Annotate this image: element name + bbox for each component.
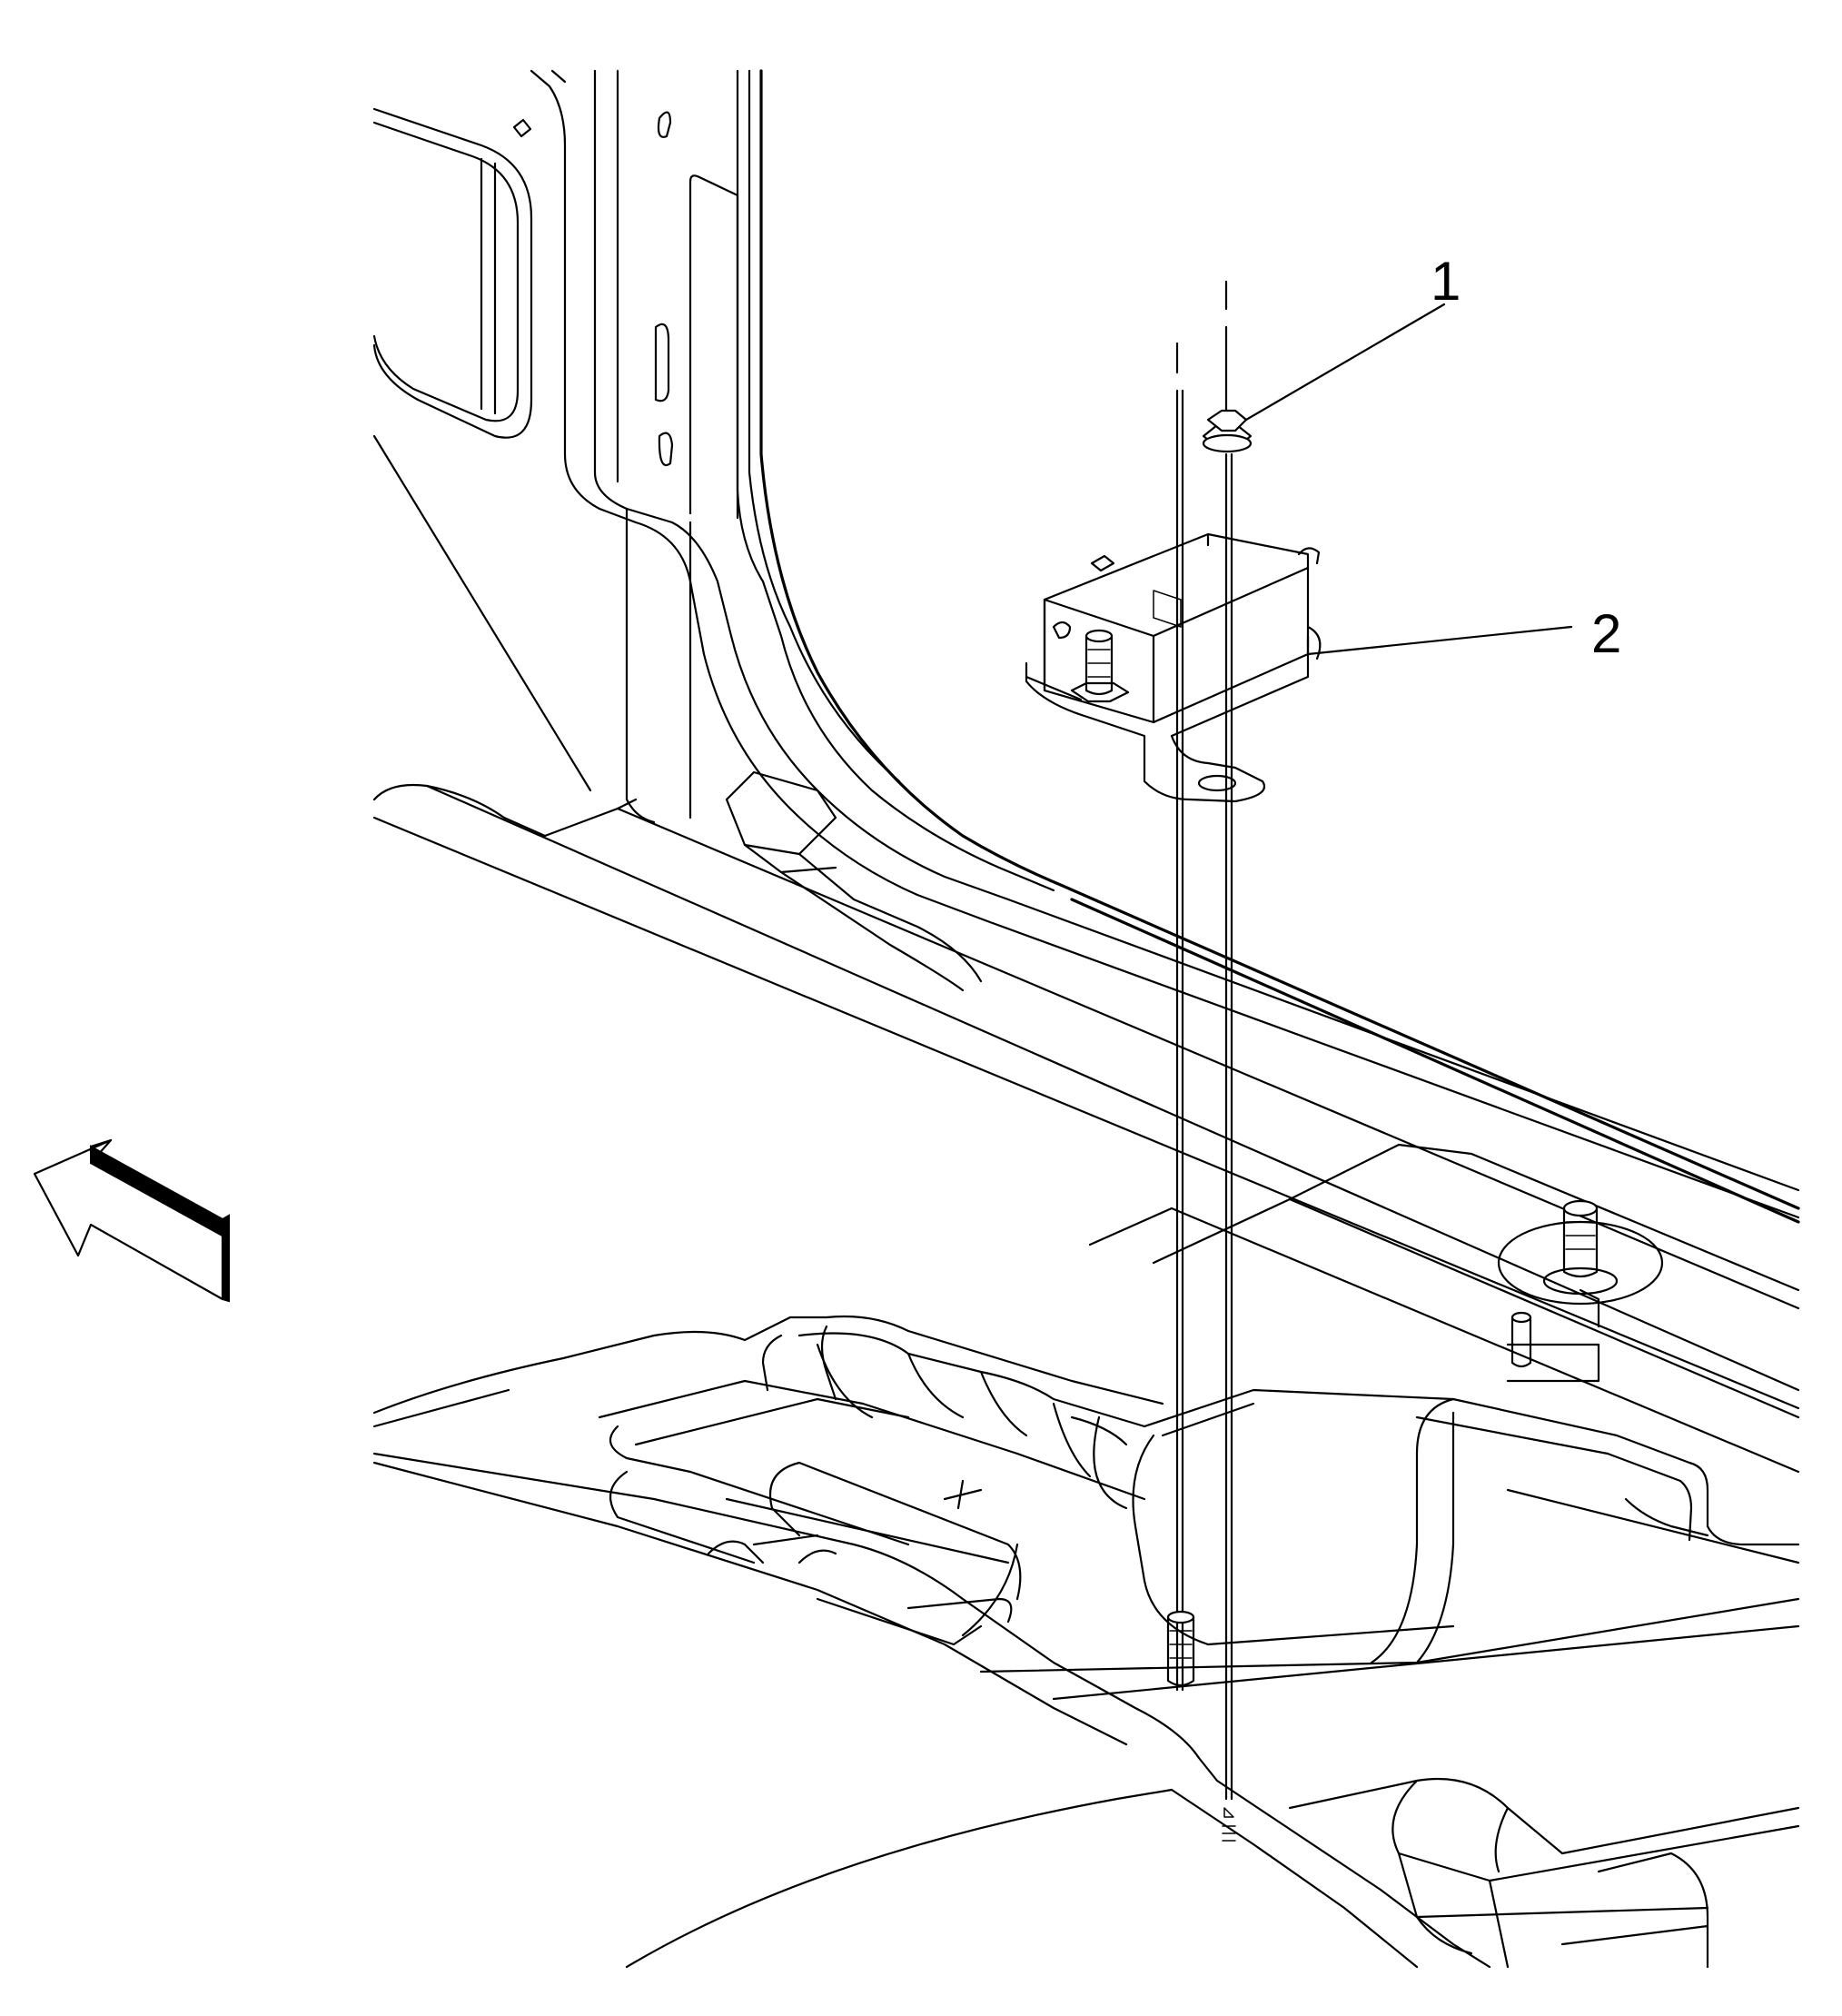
floor-pan	[372, 783, 1800, 1664]
callout-1: 1	[1431, 251, 1461, 312]
alignment-lines	[1166, 280, 1236, 1842]
module-assembly	[1025, 532, 1573, 803]
forward-arrow-icon	[33, 1138, 230, 1303]
nut-fastener	[1202, 303, 1446, 453]
lower-floor-channel	[372, 1315, 1800, 1969]
callout-2: 2	[1591, 603, 1621, 664]
body-side-panel	[372, 69, 1800, 1224]
